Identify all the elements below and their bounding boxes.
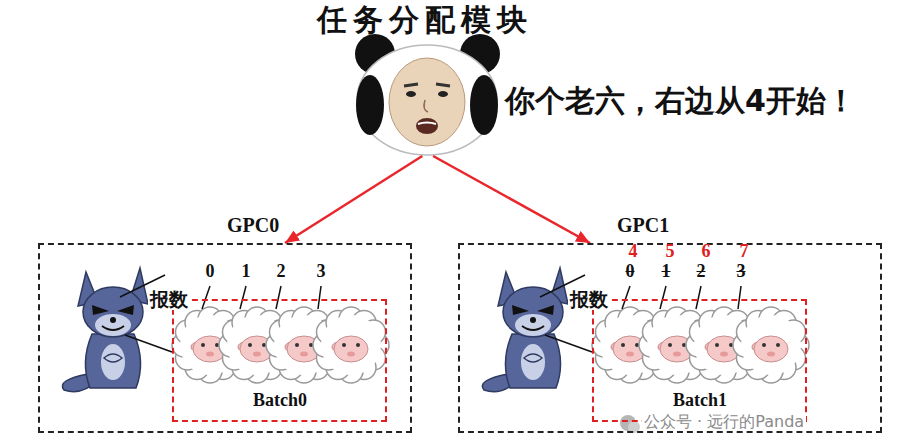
node-heading: Batch1 bbox=[673, 390, 727, 412]
speech-text: 你个老六，右边从4开始！ bbox=[505, 84, 856, 117]
call-text: 报数 bbox=[148, 289, 190, 310]
panda-face bbox=[355, 34, 500, 155]
call-text: 报数 bbox=[568, 289, 610, 310]
new-number: 6 bbox=[702, 242, 711, 262]
crossed-number: 1 bbox=[662, 262, 671, 282]
node-heading: GPC1 bbox=[617, 213, 669, 237]
new-number: 7 bbox=[740, 242, 749, 262]
crossed-number: 0 bbox=[626, 262, 635, 282]
count-number: 0 bbox=[206, 262, 215, 282]
new-number: 5 bbox=[666, 242, 675, 262]
count-number: 3 bbox=[317, 262, 326, 282]
batch-box: Batch0 bbox=[172, 299, 387, 422]
watermark-icon bbox=[620, 415, 640, 433]
crossed-number: 2 bbox=[697, 262, 706, 282]
node-heading: Batch0 bbox=[253, 390, 307, 412]
batch-box: Batch1 bbox=[592, 299, 807, 422]
assign-arrow bbox=[285, 156, 422, 243]
count-number: 1 bbox=[242, 262, 251, 282]
assign-arrow bbox=[433, 156, 590, 243]
gpc0-figures bbox=[62, 268, 389, 392]
task-module: 任务分配模块 bbox=[290, 2, 560, 156]
crossed-number: 3 bbox=[737, 262, 746, 282]
gpc-box: Batch0GPC0 bbox=[38, 243, 412, 433]
watermark: 公众号 · 远行的Panda bbox=[642, 413, 806, 431]
node-heading: 任务分配模块 bbox=[290, 2, 560, 38]
gpc1-figures bbox=[482, 268, 809, 392]
count-number: 2 bbox=[277, 262, 286, 282]
new-number: 4 bbox=[629, 242, 638, 262]
node-heading: GPC0 bbox=[227, 213, 279, 237]
